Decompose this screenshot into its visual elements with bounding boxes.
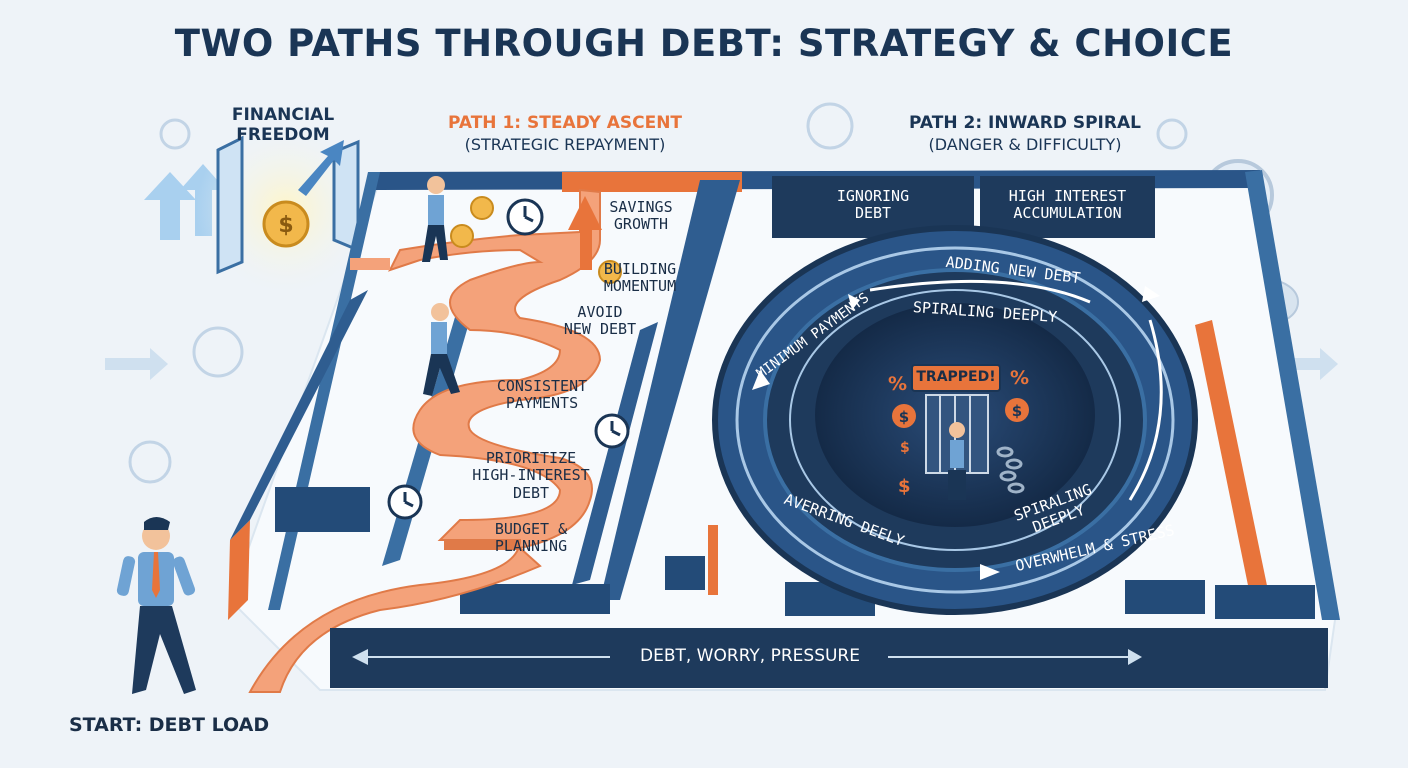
gold-coin-icon xyxy=(450,196,622,284)
svg-text:$: $ xyxy=(899,408,909,426)
path1-subtitle: (STRATEGIC REPAYMENT) xyxy=(464,135,666,154)
spiral-dollar-icon: $ $ $ $ xyxy=(892,398,1029,497)
trapped-label: TRAPPED! xyxy=(916,369,996,385)
bottom-pressure-bar xyxy=(330,628,1328,688)
freedom-line2: FREEDOM xyxy=(236,124,330,145)
path1-title: PATH 1: STEADY ASCENT xyxy=(447,113,683,133)
path2-title: PATH 2: INWARD SPIRAL xyxy=(909,113,1141,133)
svg-text:%: % xyxy=(888,373,907,395)
percent-icon: % % xyxy=(888,367,1029,395)
path2-subtitle: (DANGER & DIFFICULTY) xyxy=(928,135,1122,154)
freedom-line1: FINANCIAL xyxy=(231,105,335,125)
background-dollar-icon xyxy=(128,102,1188,484)
trapped-figure-icon xyxy=(925,394,989,500)
bottom-bar-label: DEBT, WORRY, PRESSURE xyxy=(640,646,860,666)
trapped-banner-bg xyxy=(911,364,1001,392)
svg-text:$: $ xyxy=(898,476,911,497)
svg-text:%: % xyxy=(1010,367,1029,389)
page-title: TWO PATHS THROUGH DEBT: STRATEGY & CHOIC… xyxy=(174,22,1234,65)
chain-icon xyxy=(996,446,1025,494)
start-person-icon xyxy=(116,517,196,694)
freedom-label: FINANCIAL FREEDOM xyxy=(228,105,338,145)
freedom-door-icon: $ xyxy=(196,120,376,300)
svg-text:$: $ xyxy=(278,213,293,238)
step-budget-planning: BUDGET &PLANNING xyxy=(494,520,568,556)
clock-icon xyxy=(387,198,630,520)
climbing-person-icon xyxy=(422,176,460,396)
background-arrow-icon xyxy=(105,348,1338,380)
ascent-path xyxy=(248,188,602,693)
start-label: START: DEBT LOAD xyxy=(69,714,270,736)
svg-text:$: $ xyxy=(900,440,910,456)
svg-text:$: $ xyxy=(1012,402,1022,420)
